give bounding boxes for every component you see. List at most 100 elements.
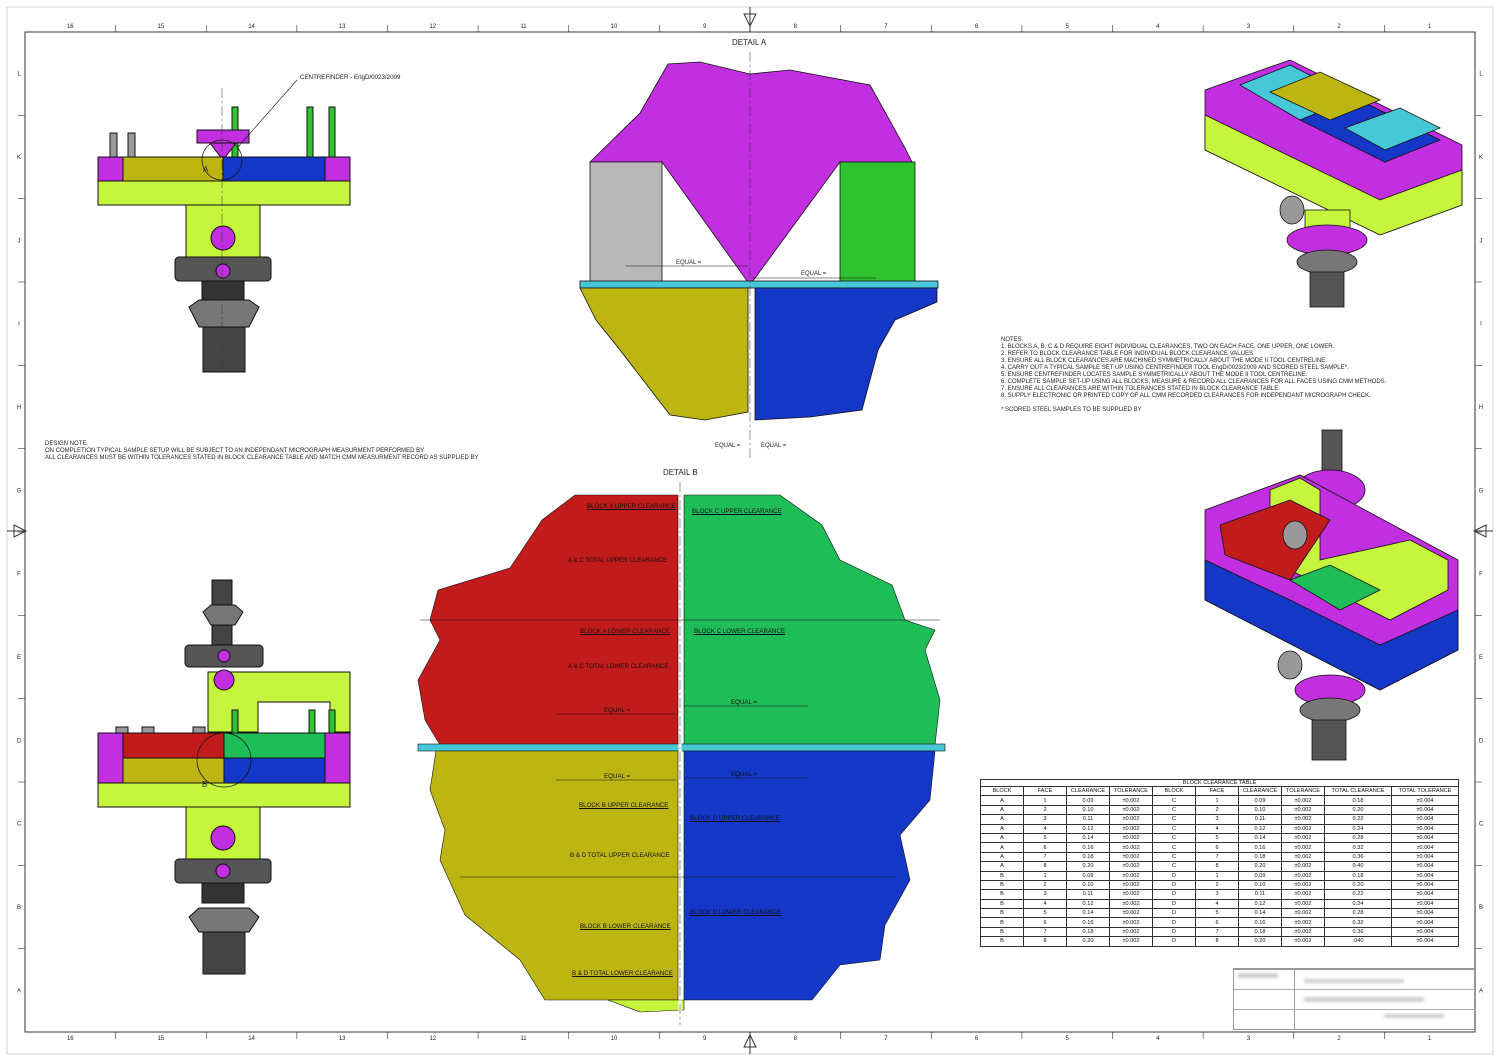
table-cell: ±0.002 xyxy=(1109,936,1153,947)
table-cell: 0.12 xyxy=(1066,898,1110,910)
table-cell: ±0.002 xyxy=(1109,861,1153,872)
table-cell: 0.22 xyxy=(1324,814,1392,825)
table-cell: 0.11 xyxy=(1066,814,1110,825)
table-cell: 0.36 xyxy=(1324,851,1392,863)
table-cell: 0.09 xyxy=(1238,795,1282,806)
column-label: 9 xyxy=(703,1036,707,1042)
table-cell: 2 xyxy=(1195,879,1239,891)
table-cell: B xyxy=(980,936,1024,947)
table-cell: 0.24 xyxy=(1324,898,1392,910)
front-view-bottom xyxy=(97,579,351,975)
notes-line: 6. COMPLETE SAMPLE SET-UP USING ALL BLOC… xyxy=(1001,379,1387,385)
table-cell: C xyxy=(1152,814,1196,825)
table-cell: ±0.002 xyxy=(1281,861,1325,872)
table-cell: 0.32 xyxy=(1324,917,1392,928)
table-cell: 8 xyxy=(1195,861,1239,872)
column-label: 16 xyxy=(67,1036,74,1042)
table-cell: ±0.004 xyxy=(1391,908,1459,919)
table-cell: ±0.004 xyxy=(1391,936,1459,947)
table-cell: ±0.002 xyxy=(1109,814,1153,825)
column-label: 7 xyxy=(884,1036,888,1042)
table-cell: 8 xyxy=(1195,936,1239,947)
table-cell: ±0.002 xyxy=(1281,889,1325,900)
table-cell: 6 xyxy=(1023,842,1067,853)
table-cell: ±0.002 xyxy=(1281,795,1325,806)
table-cell: 1 xyxy=(1195,795,1239,806)
table-cell: 4 xyxy=(1023,823,1067,834)
row-label: H xyxy=(17,405,21,411)
table-cell: 5 xyxy=(1195,908,1239,919)
notes-line: 2. REFER TO BLOCK CLEARANCE TABLE FOR IN… xyxy=(1001,351,1255,357)
table-cell: ±0.002 xyxy=(1281,804,1325,816)
table-cell: 0.28 xyxy=(1324,908,1392,919)
label-b: B xyxy=(202,780,207,789)
table-cell: D xyxy=(1152,898,1196,910)
label-block-c-upper: BLOCK C UPPER CLEARANCE xyxy=(692,508,782,515)
table-cell: 3 xyxy=(1195,814,1239,825)
notes-line xyxy=(1001,400,1386,407)
table-cell: ±0.002 xyxy=(1281,842,1325,853)
row-label: A xyxy=(17,988,21,994)
table-cell: ±0.002 xyxy=(1281,879,1325,891)
table-cell: 2 xyxy=(1195,804,1239,816)
table-cell: D xyxy=(1152,917,1196,928)
column-label: 14 xyxy=(248,1036,255,1042)
grid-ticks xyxy=(18,25,1482,1039)
table-cell: ±0.002 xyxy=(1109,908,1153,919)
table-cell: ±0.002 xyxy=(1109,879,1153,891)
row-label: C xyxy=(17,822,22,828)
column-label: 7 xyxy=(884,24,888,30)
row-label: E xyxy=(1479,655,1483,661)
table-cell: A xyxy=(980,795,1024,806)
table-cell: D xyxy=(1152,908,1196,919)
row-label: L xyxy=(1479,72,1483,78)
detail-a-equal-bottom-right: EQUAL = xyxy=(761,443,787,449)
table-cell: 0.36 xyxy=(1324,926,1392,938)
table-cell: 7 xyxy=(1023,926,1067,938)
front-view-top xyxy=(97,79,351,376)
detail-a-equal-bottom-left: EQUAL = xyxy=(715,443,741,449)
table-cell: 0.18 xyxy=(1238,851,1282,863)
table-cell: 0.11 xyxy=(1238,814,1282,825)
table-cell: ±0.002 xyxy=(1281,851,1325,863)
row-label: A xyxy=(1479,988,1483,994)
table-cell: 5 xyxy=(1195,832,1239,844)
table-cell: B xyxy=(980,917,1024,928)
table-cell: 0.28 xyxy=(1324,832,1392,844)
table-cell: A xyxy=(980,804,1024,816)
column-label: 12 xyxy=(429,24,436,30)
table-cell: 0.16 xyxy=(1238,842,1282,853)
table-cell: ±0.004 xyxy=(1391,842,1459,853)
table-cell: ±0.004 xyxy=(1391,879,1459,891)
table-title: BLOCK CLEARANCE TABLE xyxy=(980,779,1459,786)
row-label: J xyxy=(1480,238,1483,244)
notes-line: * SCORED STEEL SAMPLES TO BE SUPPLIED BY xyxy=(1001,407,1142,413)
table-cell: 0.11 xyxy=(1238,889,1282,900)
table-cell: ±0.002 xyxy=(1109,823,1153,834)
table-cell: 0.20 xyxy=(1324,804,1392,816)
table-cell: ±0.002 xyxy=(1281,898,1325,910)
column-label: 6 xyxy=(975,1036,979,1042)
table-cell: ±0.004 xyxy=(1391,851,1459,863)
table-cell: .040 xyxy=(1324,936,1392,947)
table-cell: 0.18 xyxy=(1324,795,1392,806)
table-cell: 1 xyxy=(1023,870,1067,881)
column-label: 6 xyxy=(975,24,979,30)
column-label: 15 xyxy=(158,24,165,30)
table-cell: 0.20 xyxy=(1238,861,1282,872)
table-cell: C xyxy=(1152,851,1196,863)
row-label: H xyxy=(1479,405,1483,411)
design-note-line: ON COMPLETION TYPICAL SAMPLE SETUP WILL … xyxy=(45,448,425,454)
table-cell: 5 xyxy=(1023,908,1067,919)
table-cell: 1 xyxy=(1023,795,1067,806)
table-cell: 0.32 xyxy=(1324,842,1392,853)
table-cell: ±0.004 xyxy=(1391,870,1459,881)
table-cell: ±0.002 xyxy=(1281,917,1325,928)
